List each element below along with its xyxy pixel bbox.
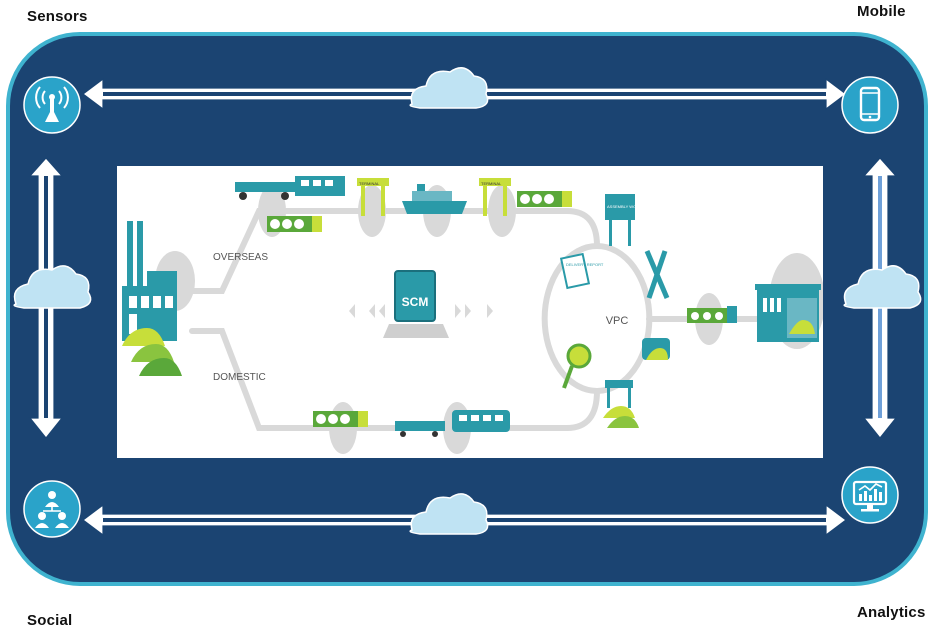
smartphone-icon	[841, 76, 899, 134]
cloud-icon	[843, 265, 922, 309]
people-network-icon	[23, 480, 81, 538]
assembly-label: ASSEMBLY WORK	[607, 204, 642, 209]
route-lines	[189, 208, 770, 431]
car-wash-icon	[642, 338, 670, 360]
delivery-report-icon	[559, 252, 591, 290]
mobile-badge	[841, 76, 899, 134]
dealership-icon	[755, 284, 821, 342]
supply-chain-illustration: OVERSEAS DOMESTIC TERMINAL	[122, 176, 823, 454]
factory-icon	[122, 221, 182, 376]
label-mobile: Mobile	[857, 3, 906, 20]
car-carrier-truck-icon	[267, 216, 322, 232]
sensors-badge	[23, 76, 81, 134]
supply-chain-panel: OVERSEAS DOMESTIC TERMINAL	[117, 166, 823, 458]
train-icon	[395, 410, 510, 437]
assembly-board-icon	[605, 194, 635, 246]
lift-station-icon	[603, 380, 639, 428]
ship-icon	[402, 184, 467, 214]
cloud-icon	[13, 265, 92, 309]
terminal-label: TERMINAL	[481, 181, 502, 186]
label-sensors: Sensors	[27, 8, 88, 25]
social-badge	[23, 480, 81, 538]
analytics-badge	[841, 466, 899, 524]
cloud-icon	[409, 67, 489, 109]
tools-icon	[644, 250, 670, 299]
terminal-icon	[357, 178, 389, 216]
car-carrier-truck-icon	[517, 191, 572, 207]
chevron-right-icon	[455, 304, 493, 318]
label-social: Social	[27, 612, 73, 629]
route-label-domestic: DOMESTIC	[213, 372, 266, 383]
terminal-icon	[479, 178, 511, 216]
scm-monitor-icon	[383, 270, 449, 338]
terminal-label: TERMINAL	[359, 181, 380, 186]
delivery-report-label: DELIVERY REPORT	[566, 262, 604, 267]
monitor-chart-icon	[841, 466, 899, 524]
label-analytics: Analytics	[857, 604, 926, 621]
scm-label: SCM	[402, 295, 429, 309]
chevron-left-icon	[349, 304, 385, 318]
route-label-overseas: OVERSEAS	[213, 252, 268, 263]
cloud-icon	[409, 493, 489, 535]
car-carrier-truck-icon	[687, 306, 737, 323]
magnifier-icon	[562, 343, 592, 389]
car-carrier-truck-icon	[313, 411, 368, 427]
antenna-icon	[23, 76, 81, 134]
vpc-label: VPC	[606, 315, 629, 327]
car-carrier-truck-icon	[235, 176, 345, 200]
